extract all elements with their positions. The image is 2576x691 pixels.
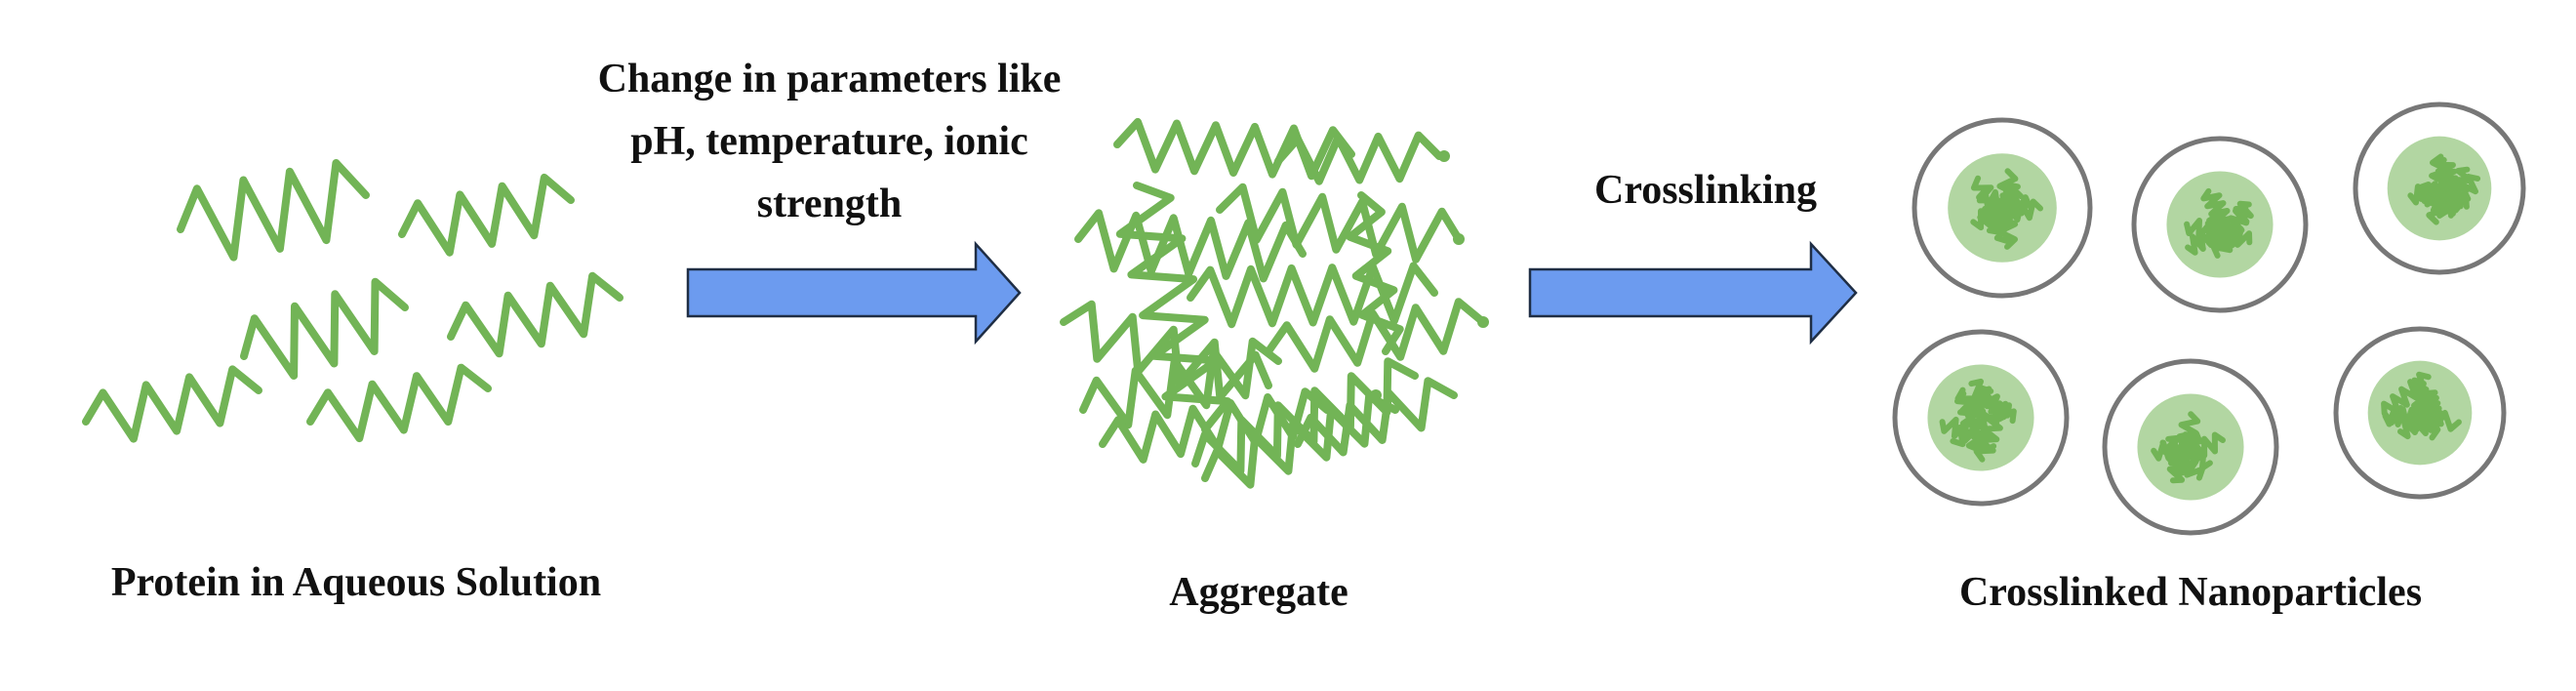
desolvation-caption-line-1: Change in parameters like [598,57,1062,102]
aggregated-protein-chain [1187,262,1438,329]
aggregated-protein-chain [1346,191,1404,355]
free-protein-chains [82,159,624,443]
aggregated-protein-chain [1274,131,1443,185]
protein-chain [398,173,575,257]
chain-end [1370,389,1382,401]
aggregated-protein-chain [1074,209,1307,283]
chain-end [1438,150,1450,162]
crosslinked-protein-tangle [1970,168,2043,250]
crosslinked-protein-tangle [2407,153,2481,225]
nanoparticles-stage-label: Crosslinked Nanoparticles [1959,570,2422,615]
crosslinked-protein-tangle [2184,187,2254,259]
protein-chain [306,363,492,443]
aggregate-stage-label: Aggregate [1169,570,1348,615]
protein-aggregate [1060,117,1489,489]
aggregated-protein-chain [1294,377,1458,457]
protein-chain [447,271,624,358]
crosslinked-protein-tangle [1939,378,2017,463]
protein-chain [177,159,370,262]
nanoparticle-2 [2131,136,2309,313]
nanoparticle-6 [2333,326,2507,500]
right-arrow-icon [686,240,1022,346]
nanoparticle-5 [2102,358,2279,536]
aggregated-protein-chain [1115,182,1232,433]
nanoparticle-1 [1912,117,2093,299]
crosslinked-nanoparticles [1892,102,2526,536]
aggregated-protein-chain [1113,117,1355,181]
desolvation-caption-line-2: pH, temperature, ionic [630,119,1028,164]
desolvation-caption-line-3: strength [757,182,903,226]
aggregated-protein-chain [1265,298,1487,373]
crosslinked-protein-tangle [2151,411,2226,484]
protein-chain [82,365,262,443]
aggregated-protein-chain [1216,183,1463,264]
crosslinking-caption: Crosslinking [1594,168,1817,213]
chain-end [1477,316,1489,328]
right-arrow-icon [1528,240,1858,346]
protein-chain [240,277,409,380]
nanoparticle-4 [1892,329,2070,507]
nanoparticle-3 [2353,102,2526,275]
crosslinked-protein-tangle [2381,371,2462,441]
chain-end [1453,233,1465,245]
solution-stage-label: Protein in Aqueous Solution [111,560,601,605]
